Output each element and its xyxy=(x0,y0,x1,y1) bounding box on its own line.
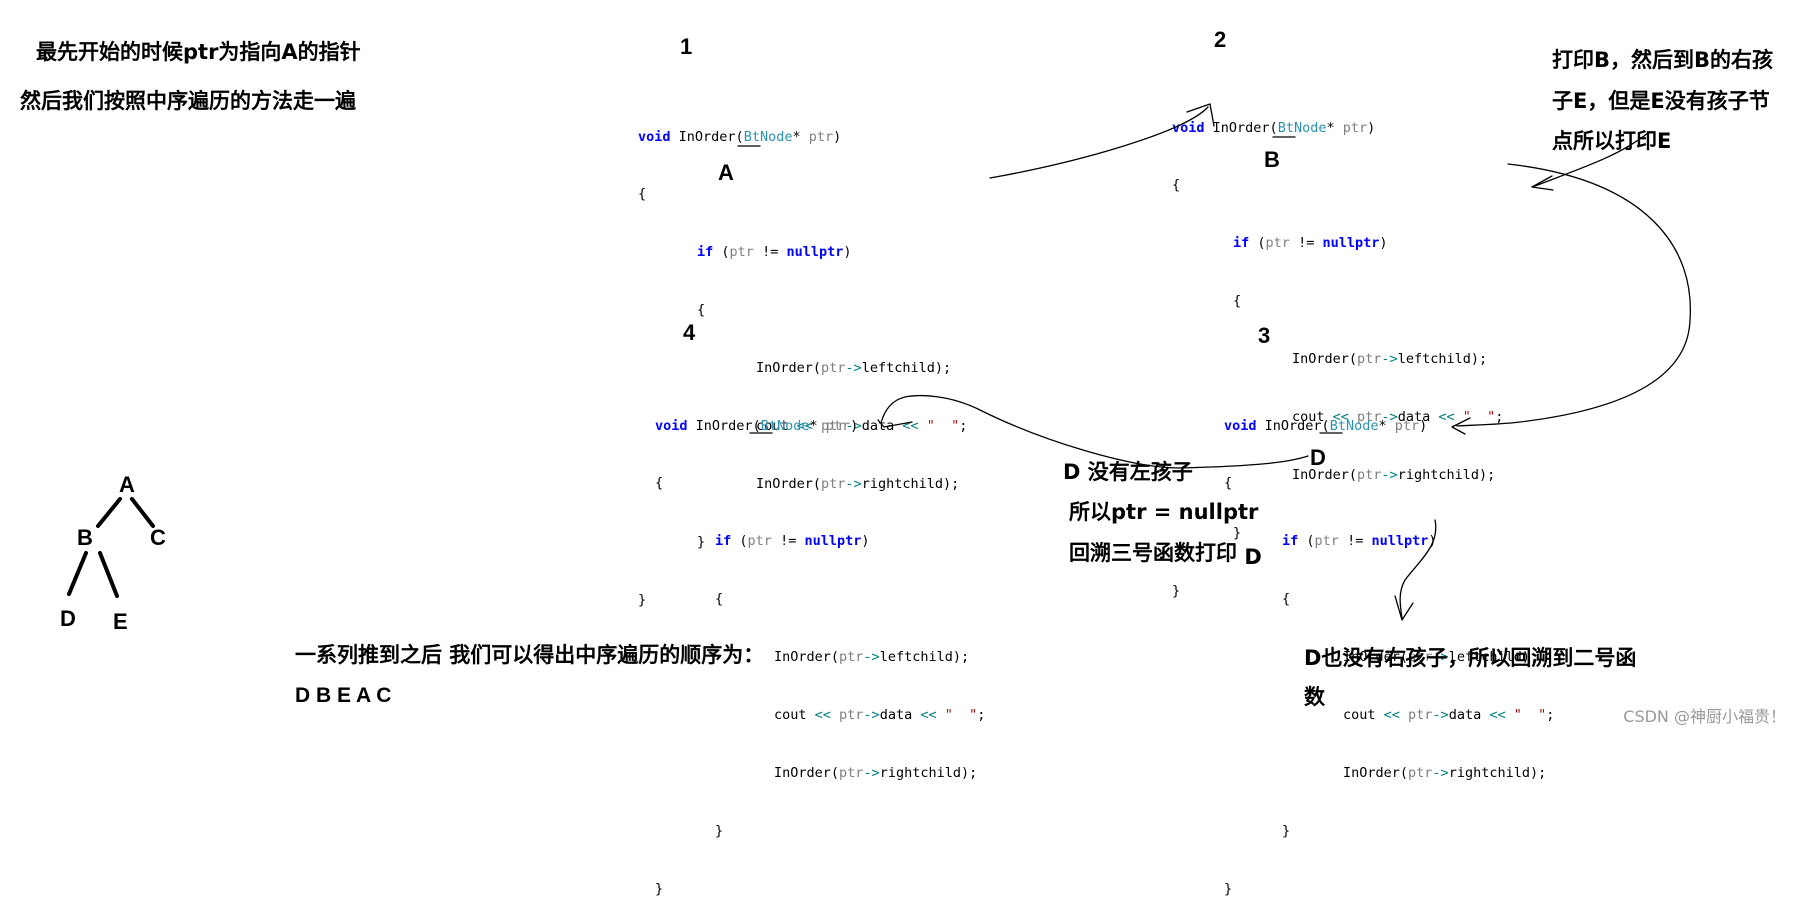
watermark: CSDN @神厨小福贵！ xyxy=(1623,707,1786,726)
tree-node-d: D xyxy=(60,606,76,631)
panel-4-number: 4 xyxy=(683,320,696,345)
arrow-3-to-4 xyxy=(881,395,1309,469)
code-cout-line: cout << ptr->data << " "; xyxy=(774,707,986,724)
note-b-print-line-3: 点所以打印E xyxy=(1552,129,1672,153)
arrow-2-to-3 xyxy=(1456,163,1692,427)
result-sequence: D B E A C xyxy=(295,684,392,707)
code-inner-open: { xyxy=(715,591,724,608)
code-cout-line: cout << ptr->data << " "; xyxy=(756,418,968,435)
note-d-no-right-line-1: D也没有右孩子，所以回溯到二号函 xyxy=(1304,646,1637,670)
code-cout-line: cout << ptr->data << " "; xyxy=(1292,409,1504,426)
arrow-note-to-cout xyxy=(1534,132,1649,187)
note-b-print-line-1: 打印B，然后到B的右孩 xyxy=(1552,48,1774,72)
code-close-brace: } xyxy=(655,880,664,897)
panel-3-marker: D xyxy=(1310,445,1326,470)
code-rightchild-line: InOrder(ptr->rightchild); xyxy=(774,764,978,781)
tree-node-a: A xyxy=(119,472,135,497)
annotation-overlay xyxy=(67,103,1692,621)
code-close-brace: } xyxy=(1172,582,1181,599)
code-inner-close: } xyxy=(715,822,724,839)
code-if-line: if (ptr != nullptr) xyxy=(1233,235,1388,252)
code-panel-1: void InOrder(BtNode* ptr) { if (ptr != n… xyxy=(638,89,967,629)
tree-node-c: C xyxy=(150,525,166,550)
code-leftchild-line: InOrder(ptr->leftchild); xyxy=(1292,351,1488,368)
code-inner-open: { xyxy=(1233,293,1242,310)
panel-2-number: 2 xyxy=(1214,27,1227,52)
code-cout-line: cout << ptr->data << " "; xyxy=(1343,707,1555,724)
tree-edge-a-b xyxy=(96,497,122,528)
code-signature: void InOrder(BtNode* ptr) xyxy=(1172,119,1376,136)
arrowhead-1-to-2 xyxy=(1186,103,1215,127)
code-close-brace: } xyxy=(1224,880,1233,897)
tree-node-e: E xyxy=(113,609,128,634)
panel-1-number: 1 xyxy=(680,34,693,59)
code-leftchild-line: InOrder(ptr->leftchild); xyxy=(1343,649,1539,666)
code-inner-close: } xyxy=(1282,822,1291,839)
tree-edge-b-d xyxy=(67,551,88,596)
code-open-brace: { xyxy=(655,475,664,492)
note-b-print-line-2: 子E，但是E没有孩子节 xyxy=(1552,89,1770,113)
tree-node-b: B xyxy=(77,525,93,550)
arrowhead-3-down xyxy=(1394,595,1414,621)
code-open-brace: { xyxy=(1172,177,1181,194)
code-inner-close: } xyxy=(1233,524,1242,541)
code-if-line: if (ptr != nullptr) xyxy=(1282,533,1437,550)
arrowhead-3-to-4 xyxy=(877,419,913,428)
code-inner-close: } xyxy=(697,533,706,550)
code-signature: void InOrder(BtNode* ptr) xyxy=(655,417,859,434)
arrowhead-2-to-3 xyxy=(1451,417,1471,435)
code-leftchild-line: InOrder(ptr->leftchild); xyxy=(774,649,970,666)
tree-edge-b-e xyxy=(98,551,119,598)
intro-line-1: 最先开始的时候ptr为指向A的指针 xyxy=(36,40,361,64)
code-close-brace: } xyxy=(638,591,647,608)
code-signature: void InOrder(BtNode* ptr) xyxy=(1224,417,1428,434)
arrow-3-down xyxy=(1399,519,1437,619)
code-leftchild-line: InOrder(ptr->leftchild); xyxy=(756,360,952,377)
result-label: 一系列推到之后 我们可以得出中序遍历的顺序为： xyxy=(295,643,765,667)
tree-edge-a-c xyxy=(130,497,155,528)
panel-3-number: 3 xyxy=(1258,323,1271,348)
arrow-1-to-2 xyxy=(989,106,1209,179)
note-d-no-left-line-2: 所以ptr = nullptr xyxy=(1069,500,1259,524)
panel-2-marker: B xyxy=(1264,147,1280,172)
code-rightchild-line: InOrder(ptr->rightchild); xyxy=(1292,466,1496,483)
code-panel-2: void InOrder(BtNode* ptr) { if (ptr != n… xyxy=(1172,80,1503,620)
panel-1-marker: A xyxy=(718,160,734,185)
code-open-brace: { xyxy=(638,186,647,203)
note-d-no-right-line-2: 数 xyxy=(1304,685,1325,709)
code-rightchild-line: InOrder(ptr->rightchild); xyxy=(756,475,960,492)
code-signature: void InOrder(BtNode* ptr) xyxy=(638,128,842,145)
code-rightchild-line: InOrder(ptr->rightchild); xyxy=(1343,764,1547,781)
intro-line-2: 然后我们按照中序遍历的方法走一遍 xyxy=(20,89,356,113)
note-d-no-left-line-3: 回溯三号函数打印 D xyxy=(1069,541,1262,569)
note-d-no-left-letter: D xyxy=(1244,545,1262,569)
code-open-brace: { xyxy=(1224,475,1233,492)
code-inner-open: { xyxy=(1282,591,1291,608)
code-if-line: if (ptr != nullptr) xyxy=(697,244,852,261)
code-if-line: if (ptr != nullptr) xyxy=(715,533,870,550)
code-inner-open: { xyxy=(697,302,706,319)
arrowhead-note-to-cout xyxy=(1531,175,1554,191)
